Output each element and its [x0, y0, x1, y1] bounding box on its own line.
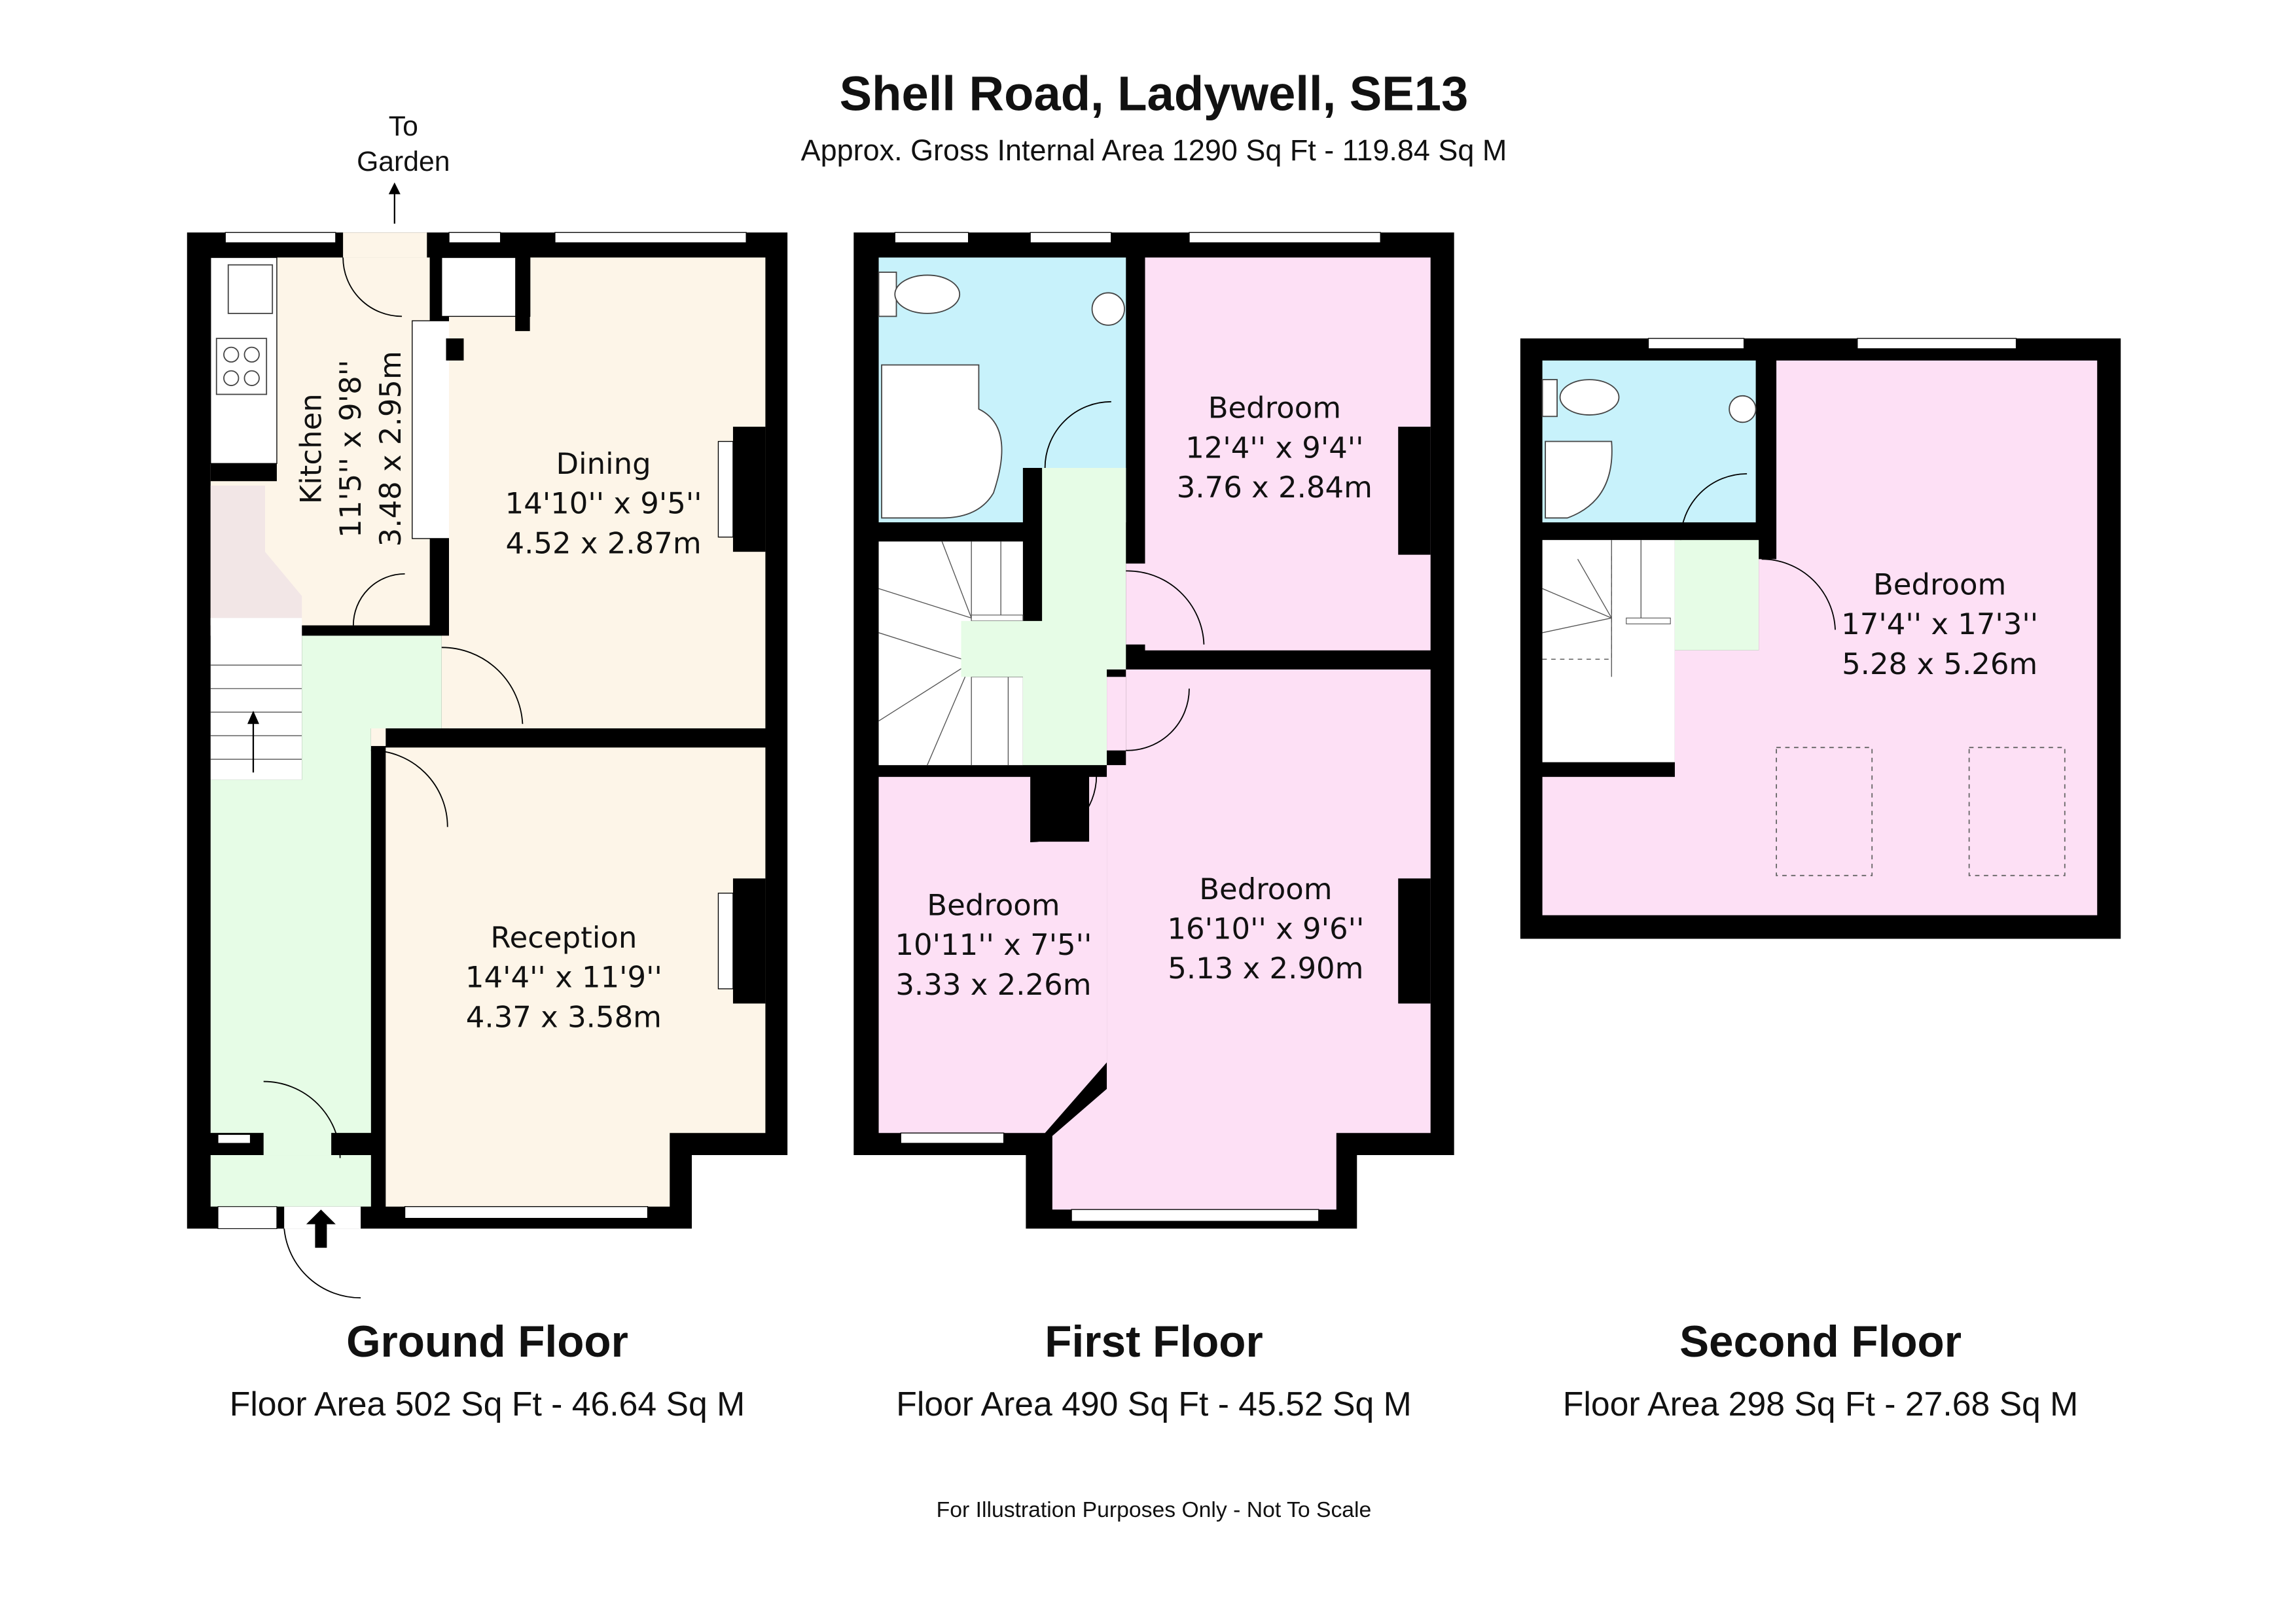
bedroom-small-metric: 3.33 x 2.26m [895, 967, 1091, 1002]
disclaimer: For Illustration Purposes Only - Not To … [937, 1497, 1372, 1522]
bay-window [404, 1206, 649, 1219]
dining-name: Dining [556, 446, 651, 481]
ground-floor-title: Ground Floor [346, 1317, 628, 1366]
window [217, 1206, 278, 1229]
bedroom-small-name: Bedroom [927, 888, 1060, 923]
hallway [210, 635, 442, 1133]
bedroom-front-metric: 5.13 x 2.90m [1168, 951, 1363, 986]
window [1189, 232, 1381, 243]
dining-metric: 4.52 x 2.87m [506, 526, 702, 560]
kitchen-metric: 3.48 x 2.95m [373, 351, 408, 546]
second-floor-plan: Bedroom 17'4'' x 17'3'' 5.28 x 5.26m [1520, 338, 2121, 939]
bath-icon [881, 364, 1003, 519]
window [900, 1132, 1005, 1144]
door-swings [263, 257, 524, 1299]
reception-room [386, 747, 766, 1207]
toilet-icon [1541, 379, 1620, 418]
hob-icon [215, 338, 268, 395]
window [224, 232, 336, 243]
bedroom-loft [1542, 360, 2098, 916]
bedroom-small [878, 777, 1107, 1133]
skylight [1776, 747, 1873, 876]
first-floor-area: Floor Area 490 Sq Ft - 45.52 Sq M [896, 1385, 1411, 1423]
shower-icon [1545, 440, 1613, 519]
bedroom-front [1052, 669, 1431, 1210]
reception-imperial: 14'4'' x 11'9'' [465, 960, 662, 995]
bedroom-loft-imperial: 17'4'' x 17'3'' [1841, 607, 2038, 641]
ground-floor-area: Floor Area 502 Sq Ft - 46.64 Sq M [230, 1385, 745, 1423]
bedroom-rear-metric: 3.76 x 2.84m [1177, 470, 1372, 505]
second-floor-title: Second Floor [1679, 1317, 1962, 1366]
first-floor-plan: Bedroom 12'4'' x 9'4'' 3.76 x 2.84m Bedr… [853, 232, 1454, 1229]
window [894, 232, 969, 243]
first-floor-title: First Floor [1045, 1317, 1263, 1366]
staircase [1542, 540, 1675, 762]
plan-title: Shell Road, Ladywell, SE13 [840, 67, 1469, 121]
ground-floor-plan: Kitchen 11'5'' x 9'8'' 3.48 x 2.95m Dini… [187, 232, 788, 1299]
stairs-up-arrow-icon [247, 710, 259, 773]
door-swings [1680, 473, 1836, 630]
chimney [732, 878, 766, 1004]
bedroom-rear-name: Bedroom [1208, 391, 1341, 425]
garden-arrow-icon [388, 182, 401, 224]
plan-subtitle: Approx. Gross Internal Area 1290 Sq Ft -… [801, 134, 1507, 167]
window [1857, 338, 2017, 349]
toilet-icon [878, 272, 961, 317]
reception-name: Reception [490, 920, 637, 955]
bedroom-loft-name: Bedroom [1873, 567, 2006, 601]
basin-icon [1091, 292, 1125, 326]
landing [1674, 540, 1759, 651]
bedroom-front-imperial: 16'10'' x 9'6'' [1167, 911, 1364, 946]
door-swings [1030, 401, 1205, 842]
window [1647, 338, 1745, 349]
reception-metric: 4.37 x 3.58m [466, 999, 662, 1034]
dining-imperial: 14'10'' x 9'5'' [505, 486, 702, 521]
chimney [1398, 878, 1431, 1004]
patio-door [554, 232, 747, 243]
chimney [732, 427, 766, 552]
staircase [210, 618, 302, 780]
sink-icon [227, 264, 274, 314]
window [448, 232, 501, 243]
basin-icon [1729, 395, 1757, 423]
garden-label-to: To [389, 111, 418, 142]
bedroom-rear-imperial: 12'4'' x 9'4'' [1185, 430, 1363, 465]
window [1030, 232, 1112, 243]
kitchen-name: Kitchen [293, 393, 328, 504]
bedroom-front-name: Bedroom [1199, 872, 1332, 906]
garden-door-opening [343, 232, 427, 258]
bedroom-loft-metric: 5.28 x 5.26m [1842, 647, 2037, 681]
second-floor-area: Floor Area 298 Sq Ft - 27.68 Sq M [1563, 1385, 2078, 1423]
garden-label-garden: Garden [357, 146, 450, 177]
landing [961, 467, 1126, 766]
understairs-cupboard [210, 485, 302, 636]
bay-window [1071, 1209, 1319, 1222]
wall [210, 463, 277, 482]
porch [210, 1155, 371, 1207]
entrance-arrow-icon [306, 1209, 336, 1248]
chimney [1398, 427, 1431, 555]
bedroom-small-imperial: 10'11'' x 7'5'' [895, 927, 1092, 962]
kitchen-imperial: 11'5'' x 9'8'' [333, 360, 368, 538]
bedroom-rear [1145, 257, 1431, 651]
skylight [1968, 747, 2066, 876]
